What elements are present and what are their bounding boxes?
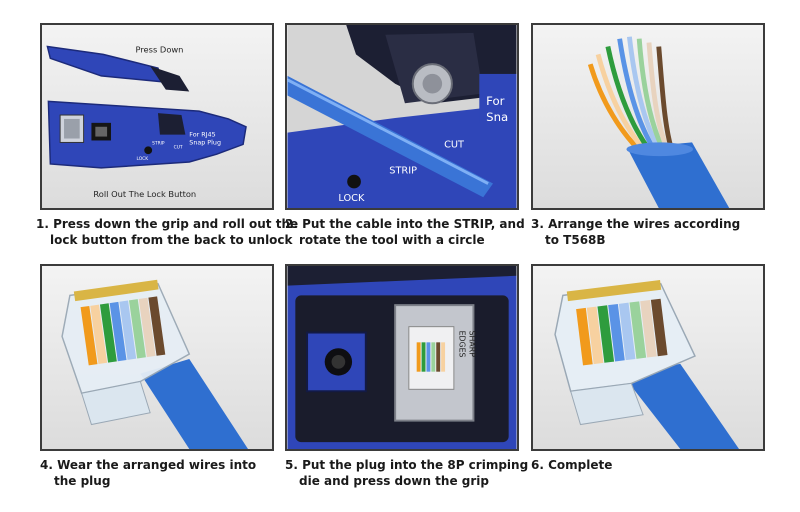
step-1-line-2: lock button from the back to unlock xyxy=(50,233,293,247)
sharp-label: SHARP xyxy=(468,331,477,358)
step-4-caption: 4. Wear the arranged wires into the plug xyxy=(40,457,286,489)
for-label: For xyxy=(486,94,505,108)
step-2-image-panel: For Sna CUT STRIP LOCK xyxy=(285,23,519,210)
step-4-line-1: 4. Wear the arranged wires into xyxy=(40,458,257,472)
step-3-line-1: 3. Arrange the wires according xyxy=(531,217,741,231)
step-2-caption: 2. Put the cable into the STRIP, and rot… xyxy=(285,216,531,248)
step-5-image-panel: SHARP EDGES xyxy=(285,264,519,451)
step-5-caption: 5. Put the plug into the 8P crimping die… xyxy=(285,457,531,489)
step-1-image-panel: Press Down Roll Out The Lock Button For … xyxy=(40,23,274,210)
lock-label: LOCK xyxy=(338,193,365,204)
crimping-tool-illustration: Press Down Roll Out The Lock Button For … xyxy=(46,44,247,199)
step-5-line-2: die and press down the grip xyxy=(299,474,489,488)
edges-label: EDGES xyxy=(458,331,467,358)
arranged-wires-illustration xyxy=(587,36,730,208)
lock-label: LOCK xyxy=(136,156,148,162)
step-5-line-1: 5. Put the plug into the 8P crimping xyxy=(285,458,529,472)
step-4-image-panel xyxy=(40,264,274,451)
crimping-die-illustration: SHARP EDGES xyxy=(287,266,517,449)
step-3-image-panel xyxy=(531,23,765,210)
roll-out-label: Roll Out The Lock Button xyxy=(93,189,196,199)
cut-label: CUT xyxy=(444,139,464,150)
strip-label: STRIP xyxy=(152,140,165,146)
step-6-line-1: 6. Complete xyxy=(531,458,613,472)
snap-plug-label: Snap Plug xyxy=(189,139,221,146)
plug-with-wires-illustration xyxy=(61,279,249,449)
step-4-line-2: the plug xyxy=(54,474,111,488)
cut-label: CUT xyxy=(174,144,183,150)
for-rj45-label: For RJ45 xyxy=(189,132,215,139)
press-down-label: Press Down xyxy=(135,44,183,54)
step-6-caption: 6. Complete xyxy=(531,457,777,473)
step-6-image-panel xyxy=(531,264,765,451)
strip-cable-illustration: For Sna CUT STRIP LOCK xyxy=(287,25,517,208)
step-2-line-2: rotate the tool with a circle xyxy=(299,233,485,247)
step-1-caption: 1. Press down the grip and roll out the … xyxy=(36,216,299,248)
step-3-line-2: to T568B xyxy=(545,233,606,247)
step-2-line-1: 2. Put the cable into the STRIP, and xyxy=(285,217,525,231)
strip-label: STRIP xyxy=(389,166,417,177)
step-3-caption: 3. Arrange the wires according to T568B xyxy=(531,216,777,248)
completed-plug-illustration xyxy=(554,279,740,449)
snap-label: Sna xyxy=(486,110,508,124)
step-1-line-1: 1. Press down the grip and roll out the xyxy=(36,217,299,231)
